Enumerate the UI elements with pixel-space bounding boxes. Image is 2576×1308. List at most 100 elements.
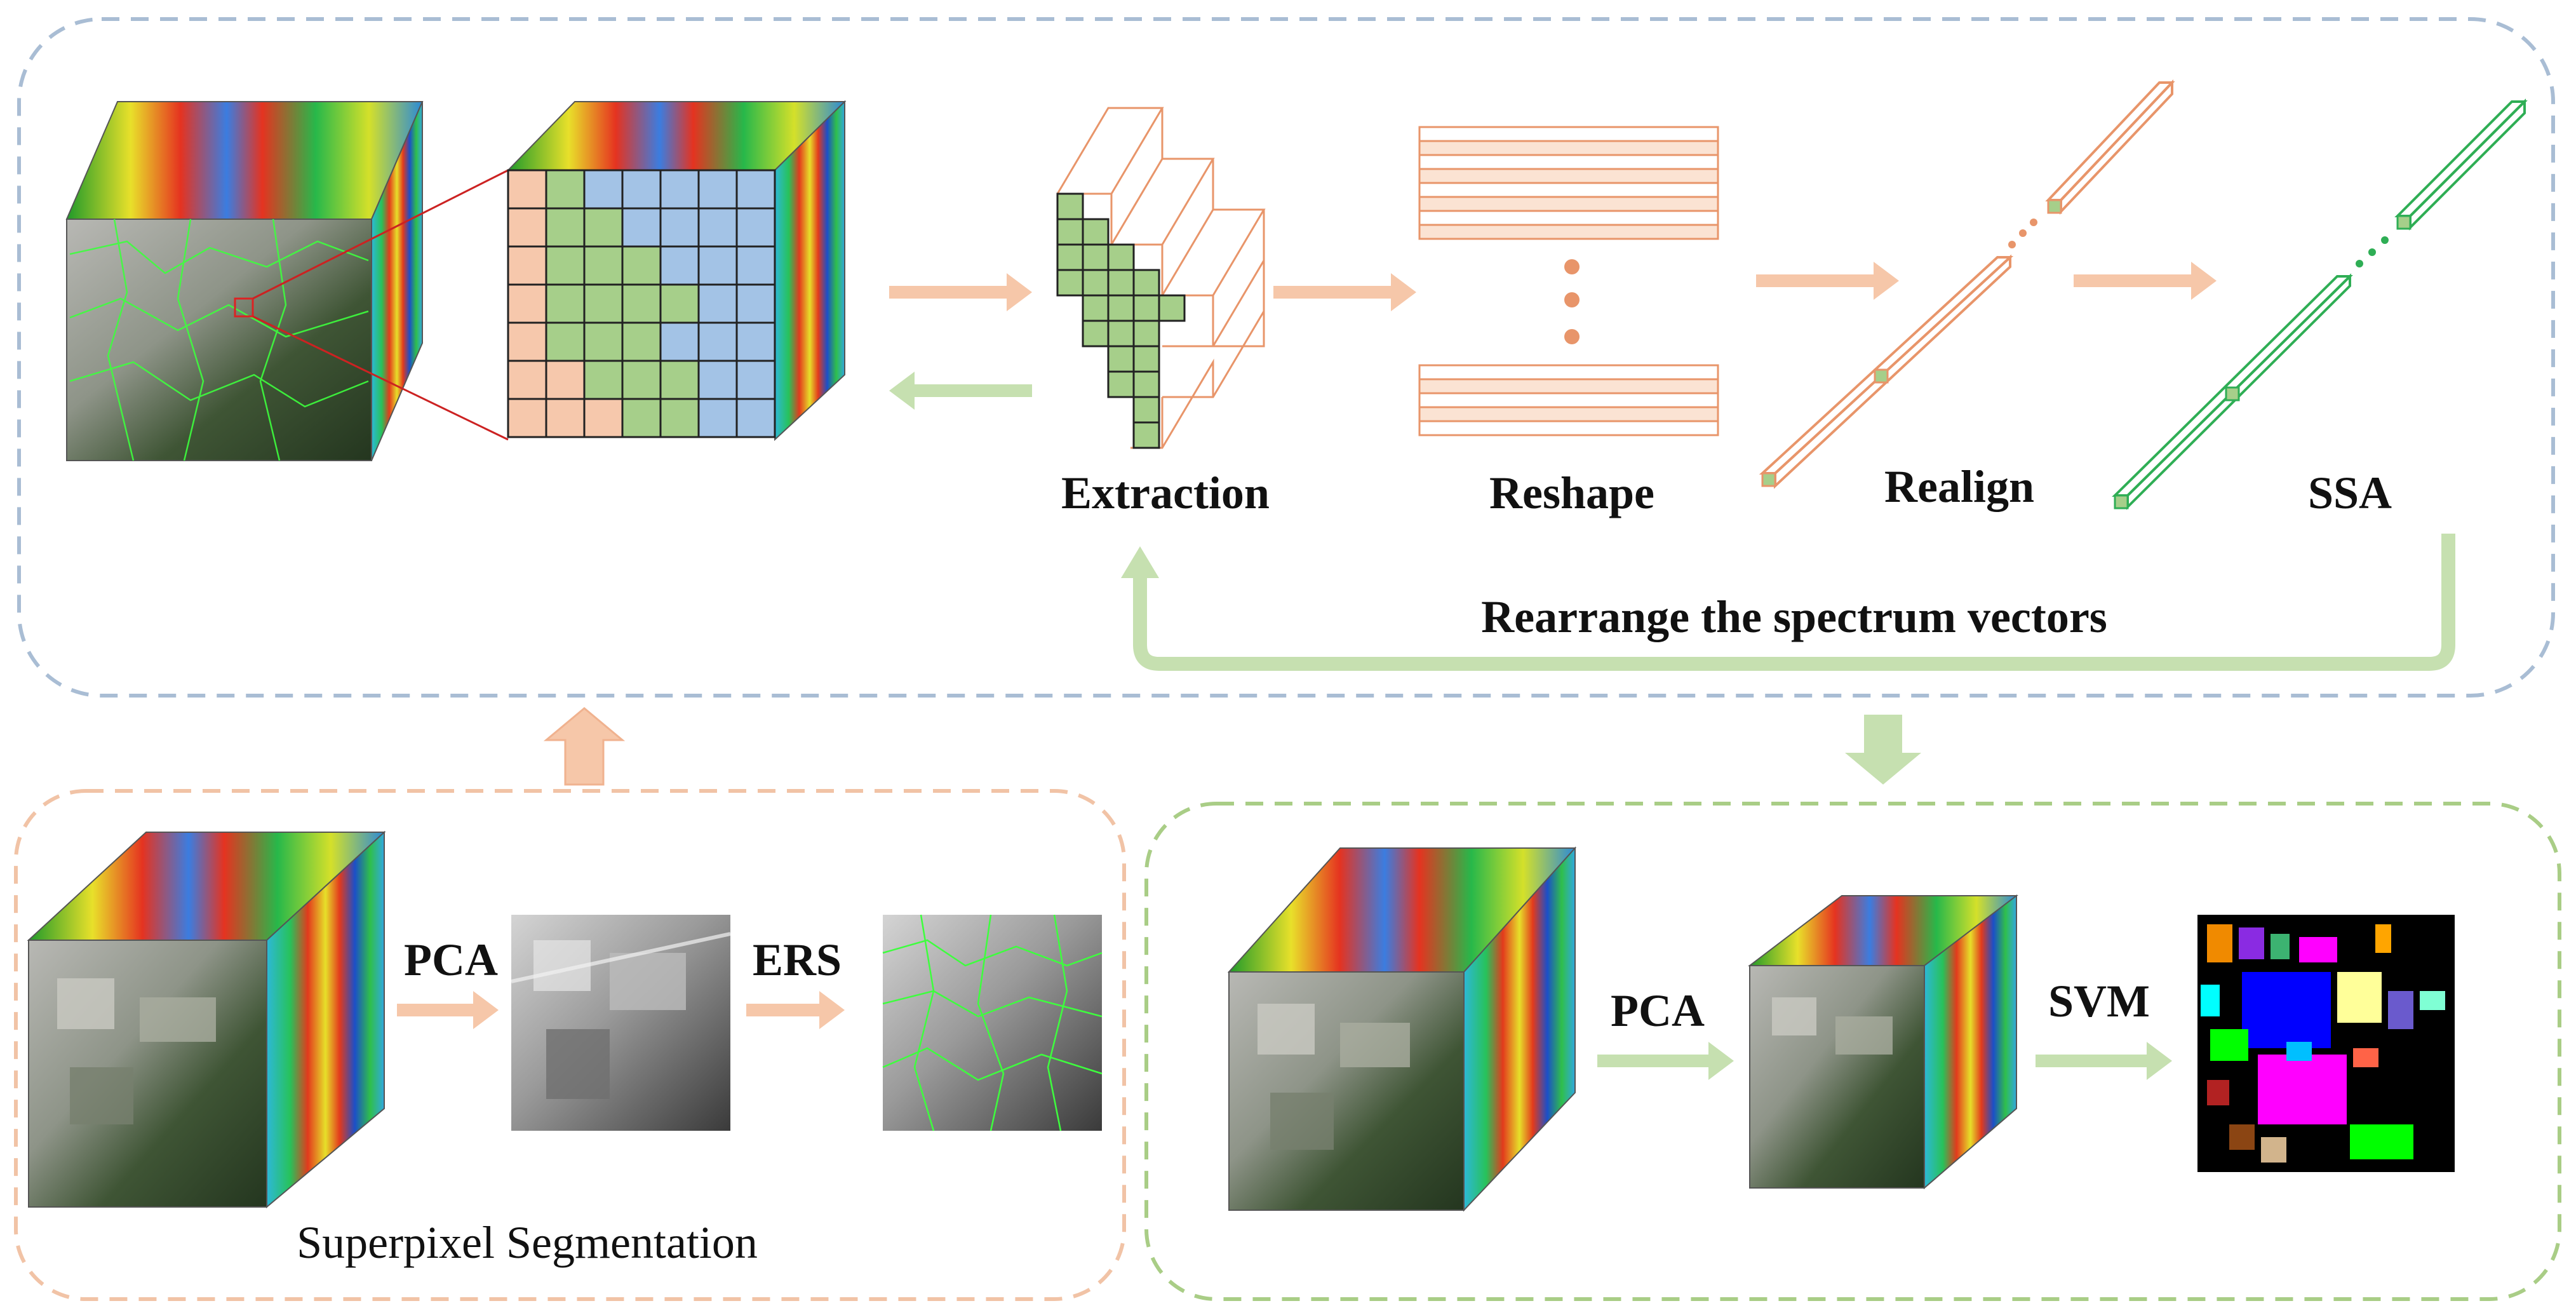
grid-cell [583,207,624,248]
grid-cell [621,321,662,362]
stair-cell [1082,243,1110,271]
hyperspectral-cube-icon [65,101,424,461]
stair-cell [1107,294,1135,322]
reshape-bar [1418,364,1719,381]
grid-cell [659,169,700,210]
extraction-label: Extraction [1061,468,1270,518]
grid-cell [659,321,700,362]
stair-cell [1056,243,1084,271]
ers-label: ERS [753,934,842,985]
ers-arrow [746,991,845,1029]
zoom-line-bottom [252,315,509,441]
stair-cell [1132,370,1160,398]
classification-panel-frame [1144,802,2561,1301]
rearrange-loop-arrow [1133,534,2455,671]
grid-cell [697,398,738,438]
pca-right-label: PCA [1611,985,1705,1036]
reshape-bar [1418,378,1719,394]
superpixel-grid-cube-icon [506,100,847,442]
stair-cell [1082,294,1110,322]
stair-cell [1056,269,1084,297]
stair-cell [1107,269,1135,297]
svm-arrow [2036,1042,2172,1080]
top-panel-frame [17,17,2555,698]
back-arrow [889,372,1032,410]
grid-cell [659,245,700,286]
grid-cell [507,360,547,400]
grid-cell [583,245,624,286]
grid-cell [583,169,624,210]
stair-cell [1056,218,1084,246]
grid-cell [507,321,547,362]
forward-arrow-1 [889,273,1032,311]
stair-cell [1107,345,1135,373]
grid-cell [659,398,700,438]
stair-cell [1107,370,1135,398]
grid-cell [621,245,662,286]
grid-cell [545,245,586,286]
zoom-line-top [252,169,509,300]
grid-cell [735,283,776,324]
stair-cell [1132,421,1160,449]
superpixel-panel-frame [14,789,1126,1301]
reshape-bar [1418,420,1719,436]
extraction-stair-icon [1056,107,1266,449]
superpixel-segmentation-label: Superpixel Segmentation [297,1217,758,1268]
stair-cell [1082,218,1110,246]
reshape-bar [1418,182,1719,198]
ssa-vector-icon [2112,98,2528,510]
reshape-dot-1 [1564,259,1580,274]
stair-cell [1107,320,1135,347]
ssa-label: SSA [2308,468,2392,518]
classification-map-icon [2197,915,2455,1172]
reduced-hsi-cube-icon [1748,894,2018,1190]
spectral-vector-icon [1759,79,2175,489]
stair-cell [1107,243,1135,271]
stair-cell [1082,320,1110,347]
realign-label: Realign [1884,461,2034,512]
grid-cell [735,398,776,438]
grid-cell [697,321,738,362]
grid-cell [583,360,624,400]
grid-cell [621,360,662,400]
grid-cell [621,398,662,438]
grid-cell [697,283,738,324]
reshape-bar [1418,406,1719,422]
reshape-dot-3 [1564,329,1580,344]
grid-cell [735,321,776,362]
grid-cell [583,321,624,362]
grid-cell [507,169,547,210]
reshape-label: Reshape [1489,468,1654,518]
grid-cell [545,283,586,324]
stair-cell [1132,269,1160,297]
grid-cell [583,283,624,324]
forward-arrow-3 [1756,262,1899,300]
rearrange-arrowhead [1121,546,1159,578]
grid-cell [545,321,586,362]
grid-cell [621,169,662,210]
pca-left-arrow [397,991,499,1029]
grid-cell [735,207,776,248]
grid-cell [659,283,700,324]
grid-cell [545,398,586,438]
ers-superpixel-image [882,914,1103,1131]
stair-cell [1158,294,1186,322]
up-arrow [543,707,626,786]
grid-cell [621,207,662,248]
grid-cell [507,283,547,324]
grid-cell [735,169,776,210]
stair-cell [1132,345,1160,373]
rearrange-label: Rearrange the spectrum vectors [1481,591,2107,642]
reshape-bar [1418,196,1719,212]
grid-cell [507,245,547,286]
pca-right-arrow [1597,1042,1734,1080]
stair-cell [1082,269,1110,297]
reshape-bar [1418,168,1719,184]
grid-cell [545,207,586,248]
pca-left-label: PCA [404,934,498,985]
svm-label: SVM [2048,976,2150,1027]
grid-cell [659,207,700,248]
down-arrow [1845,715,1921,785]
reshape-bar [1418,126,1719,142]
